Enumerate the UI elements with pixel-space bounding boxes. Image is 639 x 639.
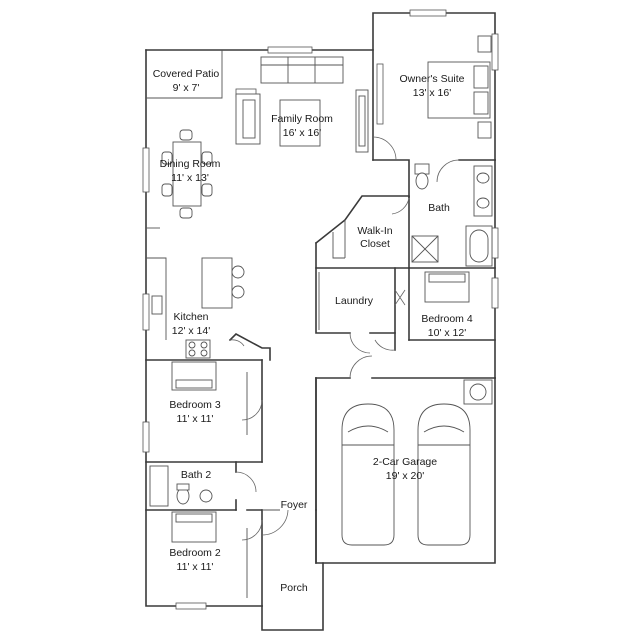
dim-bedroom-2: 11' x 11' [177,561,214,573]
bath2-sink [199,489,213,503]
window-owners-right [491,33,499,71]
dim-owners-suite: 13' x 16' [413,87,451,99]
dining-table [172,141,202,207]
dim-family-room: 16' x 16' [283,127,321,139]
window-owners-left [376,63,384,125]
window-dining-left [142,147,150,193]
toilet [414,163,430,175]
window-bath-right [491,227,499,259]
window-kitchen-left [142,293,150,331]
label-dining-room: Dining Room [160,158,221,170]
car-left [341,403,395,546]
window-family-top [267,46,313,54]
dim-kitchen: 12' x 14' [172,325,210,337]
label-bedroom-4: Bedroom 4 [421,313,473,325]
dim-dining-room: 11' x 13' [171,172,209,184]
window-bed3-left [142,421,150,453]
window-owners-top [409,9,447,17]
coffee-table [279,99,321,147]
window-bed2-bottom [175,602,207,610]
label-bath: Bath [428,202,450,214]
label-bath-2: Bath 2 [181,469,212,481]
dim-covered-patio: 9' x 7' [173,82,200,94]
label-foyer: Foyer [281,499,308,511]
label-covered-patio: Covered Patio [153,68,220,80]
bath2-tub [149,465,169,507]
dim-bedroom-4: 10' x 12' [428,327,466,339]
car-right [417,403,471,546]
label-laundry: Laundry [335,295,374,307]
label-owners-suite: Owner's Suite [399,73,464,85]
label-garage: 2-Car Garage [373,456,437,468]
label-bedroom-2: Bedroom 2 [169,547,221,559]
doors [229,136,460,541]
kitchen-sink [151,295,163,315]
interior-walls [145,49,496,598]
label-walk-in-closet-1: Walk-In [357,225,392,237]
label-walk-in-closet-2: Closet [360,238,390,250]
window-bed4-right [491,277,499,309]
label-bedroom-3: Bedroom 3 [169,399,221,411]
label-porch: Porch [280,582,308,594]
furniture [149,35,493,546]
room-labels: Covered Patio 9' x 7' Owner's Suite 13' … [153,68,473,594]
label-family-room: Family Room [271,113,333,125]
label-kitchen: Kitchen [173,311,208,323]
dim-bedroom-3: 11' x 11' [177,413,214,425]
dim-garage: 19' x 20' [386,470,424,482]
kitchen-island [201,257,233,309]
windows [142,9,499,610]
sofa [260,56,344,84]
